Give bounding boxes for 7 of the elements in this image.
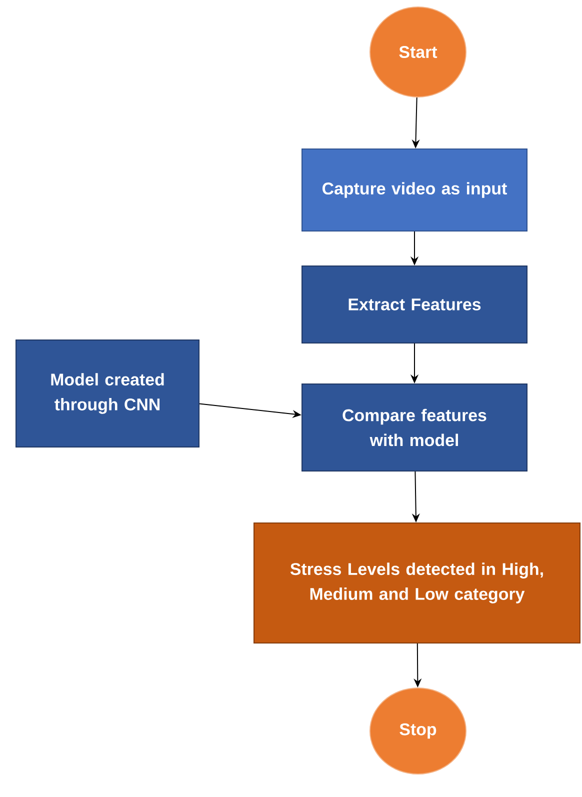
process-box: Model created through CNN <box>16 340 200 448</box>
result-box: Stress Levels detected in High, Medium and Low category <box>254 522 580 644</box>
stop-oval: Stop <box>370 688 466 774</box>
start-oval: Start <box>370 6 466 98</box>
process-box: Compare features with model <box>302 384 528 472</box>
process-box: Extract Features <box>302 266 528 344</box>
process-box: Capture video as input <box>302 148 528 232</box>
